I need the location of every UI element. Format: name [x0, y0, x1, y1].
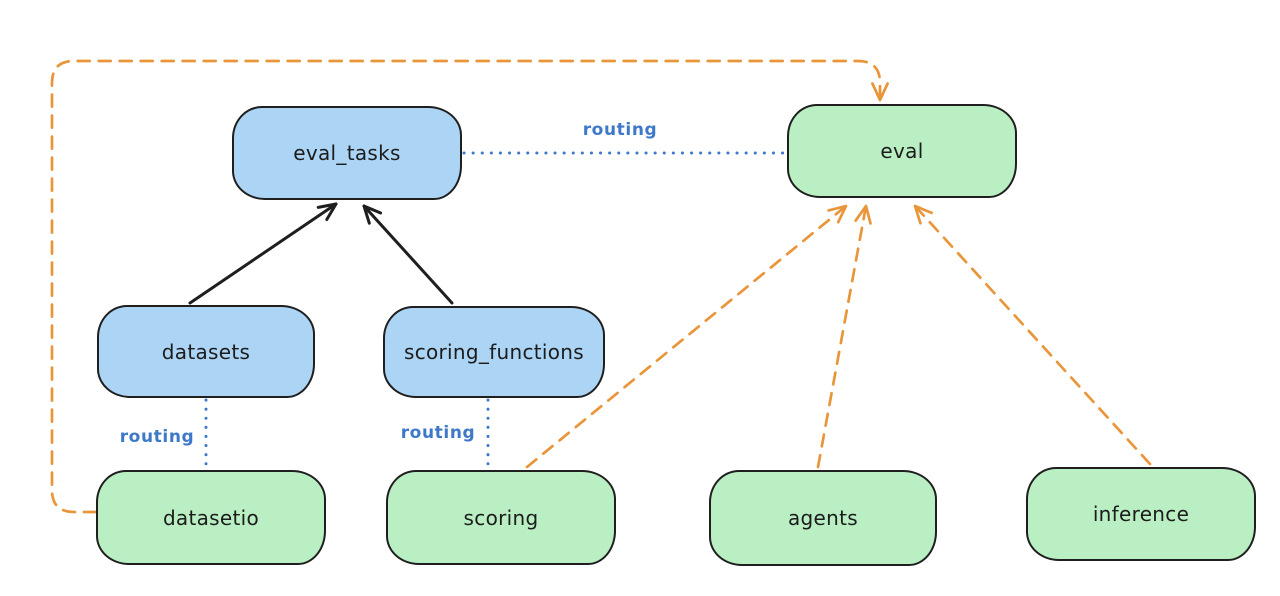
- node-scoring-label: scoring: [463, 505, 539, 530]
- edge-datasetio-to-eval: [50, 59, 882, 514]
- arrowhead-datasetio-to-eval-icon: [871, 82, 889, 102]
- edge-agents-to-eval: [816, 204, 868, 469]
- node-eval-tasks-label: eval_tasks: [293, 141, 401, 165]
- node-eval-tasks: eval_tasks: [232, 106, 462, 200]
- edge-label-routing-middle: routing: [400, 423, 476, 443]
- edge-inference-to-eval: [913, 204, 1152, 466]
- arrowhead-inference-to-eval-icon: [913, 204, 933, 225]
- node-eval-label: eval: [880, 139, 924, 163]
- node-scoring: scoring: [386, 470, 616, 565]
- edge-scoring-functions-to-eval-tasks: [362, 204, 454, 305]
- node-datasets-label: datasets: [161, 339, 251, 364]
- arrowhead-datasets-to-eval-tasks-icon: [316, 202, 338, 221]
- node-agents: agents: [709, 470, 937, 566]
- node-agents-label: agents: [788, 506, 858, 530]
- node-eval: eval: [787, 104, 1017, 198]
- node-datasetio: datasetio: [96, 470, 326, 565]
- node-datasets: datasets: [97, 305, 315, 398]
- arrowhead-scoring-to-eval-icon: [827, 204, 848, 224]
- edge-datasets-to-eval-tasks: [188, 202, 338, 305]
- node-scoring-functions-label: scoring_functions: [403, 340, 585, 364]
- node-inference: inference: [1026, 467, 1256, 561]
- node-inference-label: inference: [1092, 502, 1190, 526]
- node-datasetio-label: datasetio: [162, 505, 260, 530]
- edge-scoring-to-eval: [525, 204, 848, 469]
- node-scoring-functions: scoring_functions: [383, 306, 605, 398]
- edge-label-routing-top: routing: [582, 120, 658, 140]
- arrowhead-agents-to-eval-icon: [854, 204, 872, 225]
- arrowhead-scoring-functions-to-eval-tasks-icon: [362, 204, 383, 225]
- edge-label-routing-left: routing: [119, 427, 195, 447]
